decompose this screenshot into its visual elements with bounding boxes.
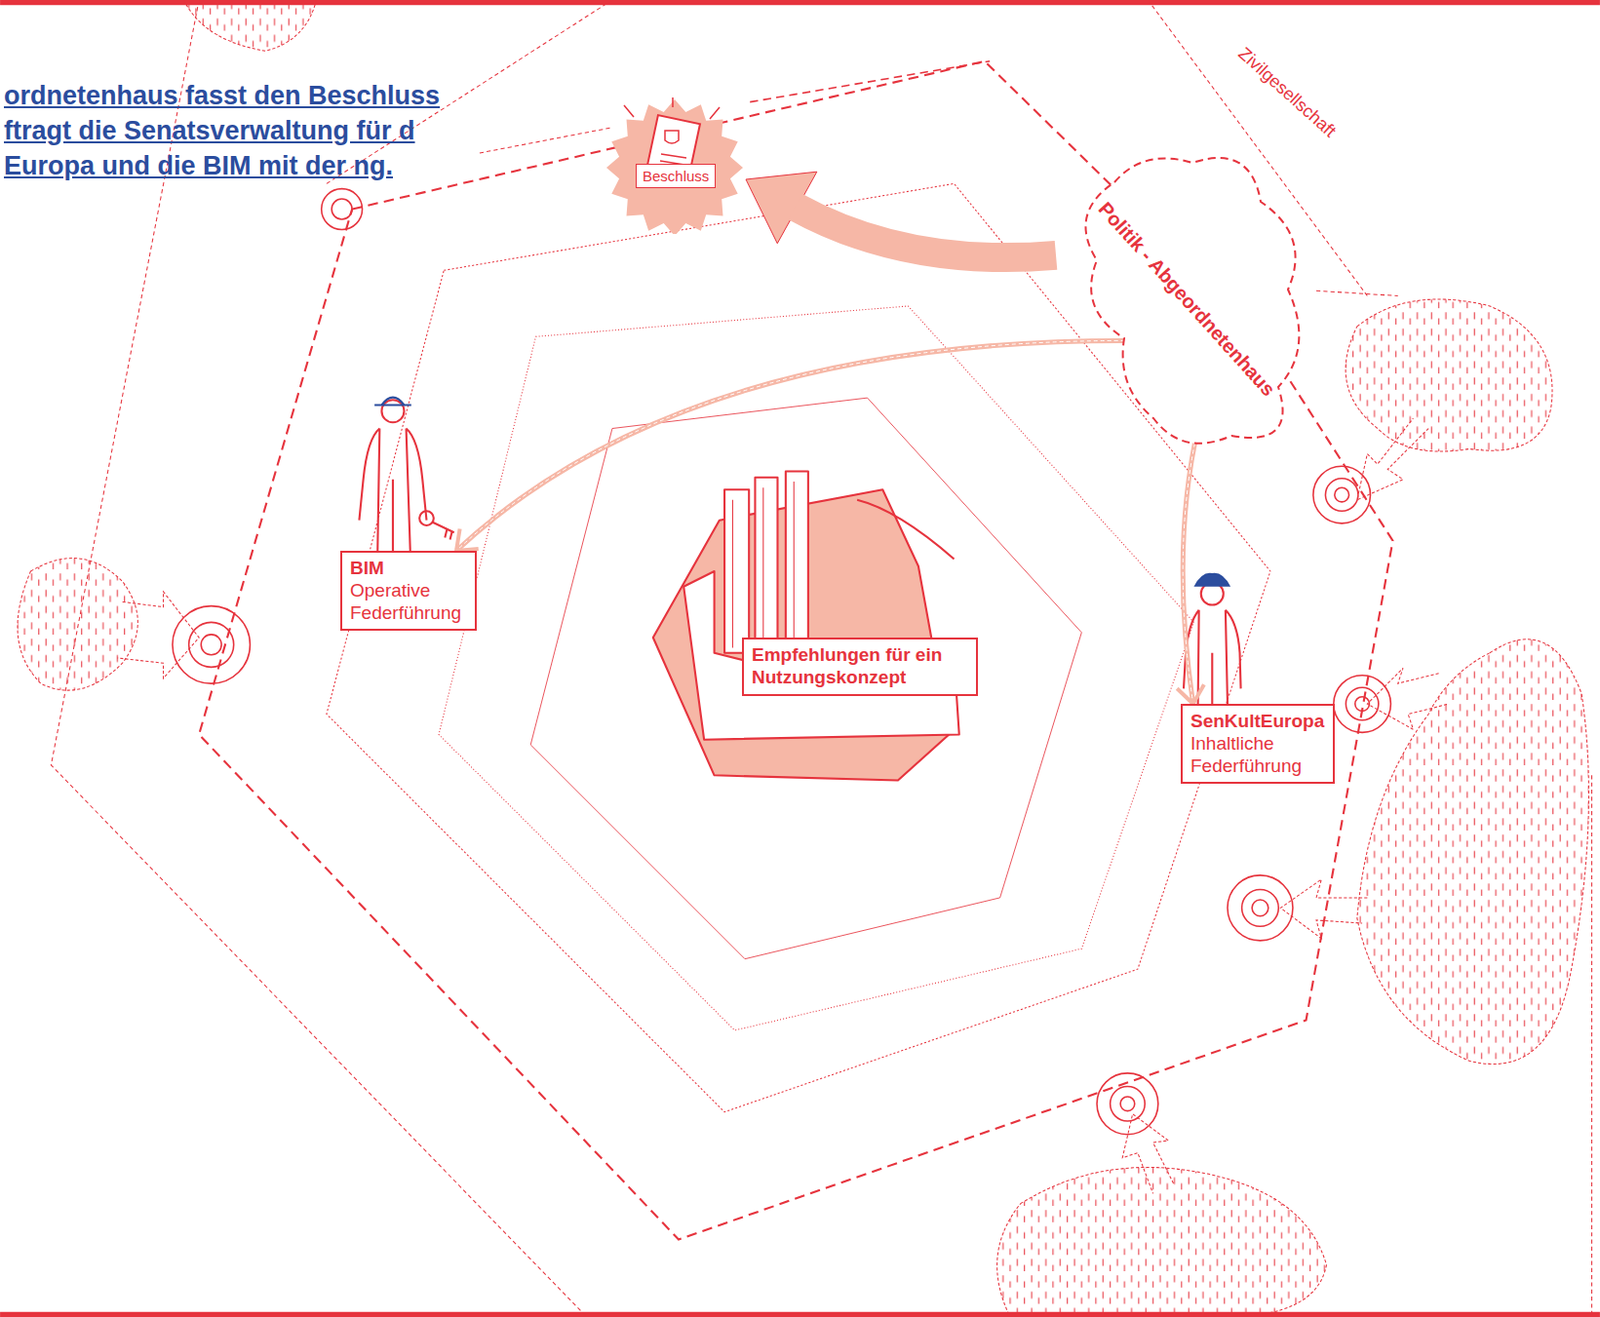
heading: ordnetenhaus fasst den Beschluss ftragt … [3,78,511,184]
box-heading: Empfehlungen für ein Nutzungskonzept [751,644,969,690]
arrow-connector [745,171,1056,258]
actor-box: SenKultEuropaInhaltliche Federführung [1180,703,1335,784]
actor-box: BIMOperative Federführung [340,550,477,631]
region-label: Zivilgesellschaft [1234,43,1340,143]
box-body: Inhaltliche Federführung [1190,733,1326,779]
box-heading: BIM [350,557,468,581]
arrow-connector [456,340,1208,551]
box-heading: SenKultEuropa [1190,710,1326,734]
result-box: Empfehlungen für ein Nutzungskonzept [741,637,978,697]
decision-badge: Beschluss [604,97,746,235]
badge-label: Beschluss [635,163,716,189]
arrow-connector [1176,423,1205,704]
box-body: Operative Federführung [350,580,468,625]
actor-cloud: Politik - Abgeordnetenhaus [1055,143,1317,455]
